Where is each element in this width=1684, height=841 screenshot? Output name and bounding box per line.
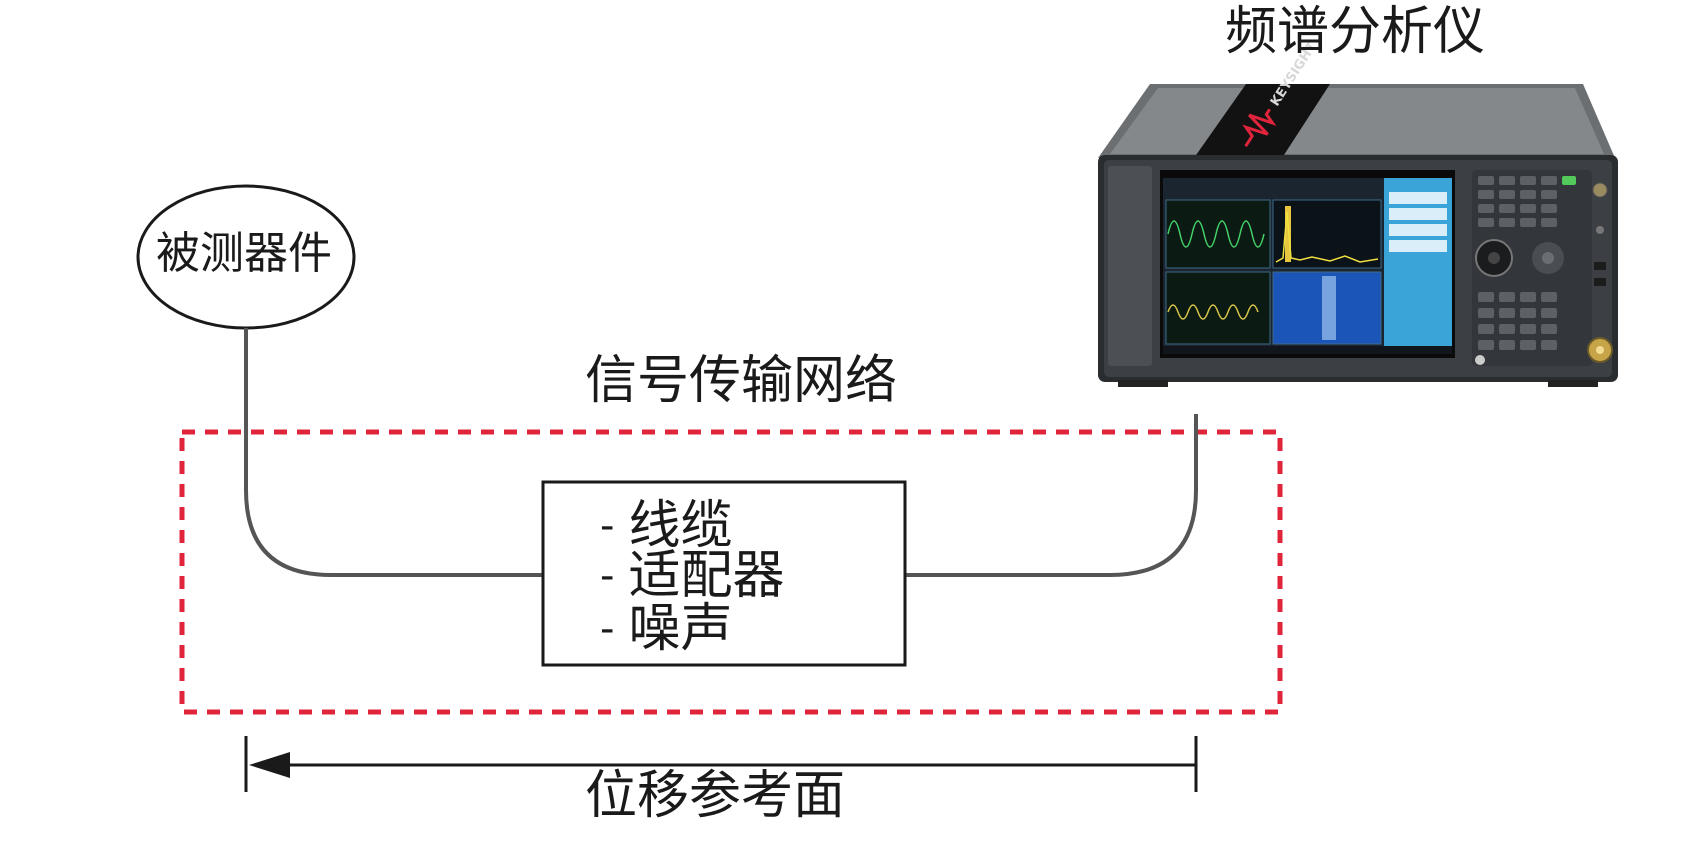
dut-label: 被测器件 xyxy=(156,228,332,279)
item-bullet: - xyxy=(600,606,615,652)
display-status-bar xyxy=(1163,346,1452,354)
display-softkey xyxy=(1389,240,1447,252)
component-box xyxy=(541,480,907,667)
power-button-icon xyxy=(1475,355,1485,365)
item-bullet: - xyxy=(600,503,615,549)
connector-top xyxy=(1592,182,1608,198)
item-text: 适配器 xyxy=(628,546,785,606)
display-trace-sine xyxy=(1167,220,1265,248)
display-softkey xyxy=(1389,192,1447,204)
keypad-hardkeys xyxy=(1478,176,1557,227)
keypad-numeric-keys xyxy=(1478,292,1557,350)
analyzer-side-strip xyxy=(1108,166,1152,366)
signal-network-label: 信号传输网络 xyxy=(585,351,898,411)
keypad-arrow-center xyxy=(1542,252,1554,264)
connector-small xyxy=(1596,226,1604,234)
display-softkey-panel xyxy=(1384,178,1452,350)
display-trace-modulation xyxy=(1167,304,1259,320)
component-item-cable: -线缆 xyxy=(600,500,732,552)
display-spectrum-peak xyxy=(1285,206,1291,262)
reference-arrowhead-icon xyxy=(249,752,290,778)
display-window-waveform xyxy=(1165,199,1271,269)
cable-left xyxy=(244,328,543,577)
display-softkey xyxy=(1389,208,1447,220)
usb-port xyxy=(1594,262,1606,270)
keypad-green-key xyxy=(1562,176,1576,185)
display-trace-spectrum xyxy=(1275,211,1379,263)
spectrum-analyzer-illustration: KEYSIGHT xyxy=(1098,40,1618,387)
analyzer-foot-left xyxy=(1118,380,1168,387)
cable-right xyxy=(905,414,1198,577)
display-spectrogram-band xyxy=(1322,276,1336,340)
keypad-knob-center xyxy=(1488,252,1500,264)
analyzer-top-panel-highlight xyxy=(1110,88,1604,154)
spectrum-analyzer-label: 频谱分析仪 xyxy=(1225,2,1486,62)
usb-port xyxy=(1594,278,1606,286)
component-item-adapter: -适配器 xyxy=(600,550,784,602)
display-window-modulation xyxy=(1165,271,1271,345)
display-softkey xyxy=(1389,224,1447,236)
analyzer-foot-right xyxy=(1548,380,1598,387)
analyzer-connectors xyxy=(1587,182,1613,363)
reference-plane-label: 位移参考面 xyxy=(585,766,846,826)
item-text: 噪声 xyxy=(628,599,733,659)
analyzer-keypad xyxy=(1472,170,1592,366)
rf-input-pin xyxy=(1596,346,1604,354)
item-text: 线缆 xyxy=(628,496,733,556)
component-item-noise: -噪声 xyxy=(600,603,732,655)
item-bullet: - xyxy=(600,553,615,599)
